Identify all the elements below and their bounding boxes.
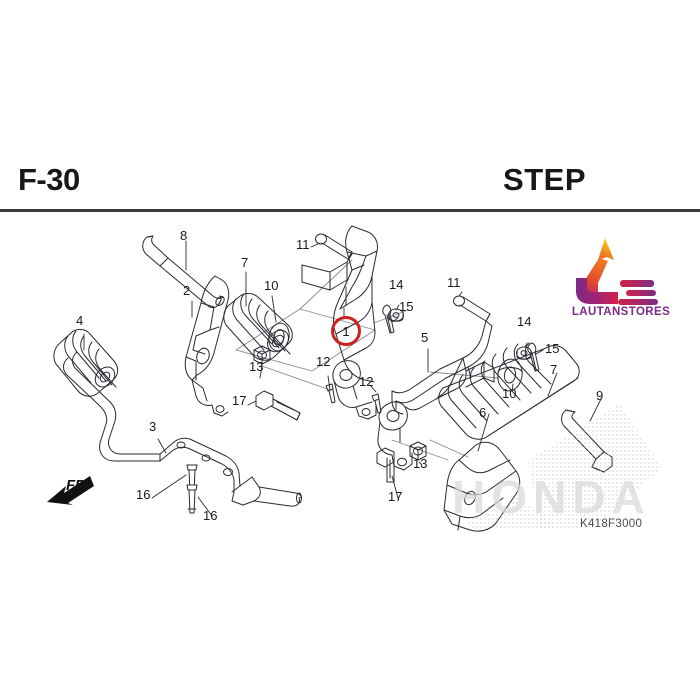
drawing-number: K418F3000: [580, 518, 643, 530]
part-10-left-shape: [268, 322, 290, 352]
part-17-left-shape: [255, 390, 301, 421]
part-3-shape: [63, 351, 302, 507]
front-direction-label: FR.: [66, 477, 90, 494]
callout-3[interactable]: 3: [149, 419, 157, 434]
shading-region: [466, 404, 662, 528]
callout-10-right[interactable]: 10: [502, 386, 517, 401]
part-14-right-shape: [516, 346, 532, 360]
leader-lines: [83, 240, 603, 517]
callout-13-left[interactable]: 13: [249, 359, 264, 374]
part-13-left-shape: [253, 345, 271, 365]
callout-6[interactable]: 6: [479, 405, 487, 420]
page-title: STEP: [503, 162, 586, 197]
part-14-left-shape: [388, 308, 404, 322]
callout-7-right[interactable]: 7: [550, 362, 558, 377]
callout-5[interactable]: 5: [421, 330, 429, 345]
part-11-right-shape: [453, 295, 491, 322]
callout-13-right[interactable]: 13: [413, 456, 428, 471]
page-code: F-30: [18, 162, 80, 197]
callout-11-left[interactable]: 11: [296, 237, 310, 252]
callout-15-right[interactable]: 15: [545, 341, 560, 356]
callout-7-left[interactable]: 7: [241, 255, 249, 270]
callout-17-left[interactable]: 17: [232, 393, 247, 408]
part-12-right-shape: [371, 393, 382, 414]
callout-10-left[interactable]: 10: [264, 278, 279, 293]
callout-12-left[interactable]: 12: [316, 354, 331, 369]
callout-14-left[interactable]: 14: [389, 277, 404, 292]
part-12-left-shape: [325, 383, 336, 404]
exploded-parts-drawing: [0, 210, 700, 570]
part-2-shape: [184, 275, 230, 417]
part-7-left-shape: [223, 292, 293, 361]
callout-15-left[interactable]: 15: [399, 299, 414, 314]
callout-4[interactable]: 4: [76, 313, 84, 328]
callout-16-right[interactable]: 16: [203, 508, 218, 523]
header-divider: [0, 209, 700, 212]
logo-mark-icon: [576, 238, 658, 305]
brand-logo: LAUTANSTORES: [558, 228, 684, 332]
parts-illustration: [53, 225, 662, 532]
callout-8[interactable]: 8: [180, 228, 188, 243]
callout-1-highlighted[interactable]: 1: [331, 316, 361, 346]
part-4-shape: [53, 328, 119, 397]
callout-9[interactable]: 9: [596, 388, 604, 403]
part-16-bolts-shape: [186, 464, 198, 514]
part-17-right-shape: [376, 447, 395, 483]
callout-11-right[interactable]: 11: [447, 275, 461, 290]
part-15-right-shape: [527, 342, 540, 372]
front-direction-arrow-icon: [47, 476, 94, 505]
callout-14-right[interactable]: 14: [517, 314, 532, 329]
diagram-header: F-30 STEP: [0, 150, 700, 210]
callout-16-left[interactable]: 16: [136, 487, 151, 502]
logo-wordmark: LAUTANSTORES: [571, 306, 671, 318]
part-7-right-shape: [438, 342, 580, 440]
callout-17-right[interactable]: 17: [388, 489, 403, 504]
part-5-shape: [377, 320, 495, 471]
callout-2[interactable]: 2: [183, 283, 191, 298]
callout-12-right[interactable]: 12: [359, 374, 374, 389]
